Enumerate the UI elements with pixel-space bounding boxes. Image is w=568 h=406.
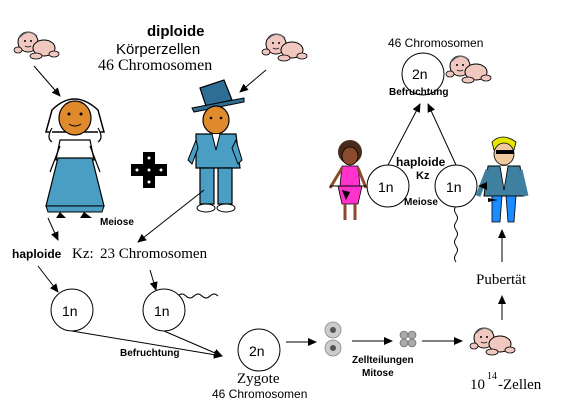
cell-right-1n-a-label: 1n (378, 179, 394, 195)
chromosomes-46-right: 46 Chromosomen (388, 36, 484, 50)
haploide-right-label: haploide (396, 155, 446, 169)
cross-icon (131, 152, 167, 188)
chromosomes-46-top: 46 Chromosomen (98, 57, 213, 74)
sperm-icon (177, 205, 458, 299)
arrows (33, 65, 506, 359)
cells-count-rest: -Zellen (498, 377, 542, 393)
baby-icon (13, 31, 60, 60)
mitose-label: Mitose (362, 368, 394, 379)
cell-right-1n-b-label: 1n (446, 179, 462, 195)
chromosomes-23-label: 23 Chromosomen (100, 246, 208, 262)
baby-icon (445, 55, 492, 84)
cell-left-1n-a-label: 1n (62, 303, 78, 319)
cell-zygote-2n (237, 328, 281, 372)
boy-icon (475, 136, 529, 223)
fertilization-top-label: Befruchtung (389, 87, 449, 98)
zygote-chromosomes-label: 46 Chromosomen (212, 387, 308, 401)
cell-top-2n-label: 2n (412, 66, 428, 82)
cell-division-2 (324, 321, 342, 357)
diploid-label: diploide (147, 23, 205, 40)
pubertaet-label: Pubertät (476, 272, 526, 288)
meiose-right-label: Meiose (404, 197, 438, 208)
baby-icon (261, 33, 308, 62)
cells-count-exponent: 14 (487, 371, 497, 382)
cells-count-base: 10 (470, 377, 485, 393)
baby-icon (469, 327, 516, 356)
cell-top-2n (401, 52, 445, 96)
cell-left-1n-b-label: 1n (154, 303, 170, 319)
kz-right-label: Kz (416, 170, 430, 182)
girl-icon (328, 140, 368, 220)
man-icon (187, 79, 245, 213)
fertilization-bottom-label: Befruchtung (120, 348, 180, 359)
zygote-label: Zygote (237, 371, 280, 387)
cell-zygote-2n-label: 2n (249, 343, 265, 359)
woman-icon (45, 98, 105, 218)
haploid-prefix-label: haploide (12, 247, 62, 261)
haploid-kz-label: Kz: (72, 246, 94, 262)
body-cells-label: Körperzellen (116, 41, 201, 58)
meiose-left-label: Meiose (100, 217, 134, 228)
cell-division-4 (399, 330, 417, 348)
zellteilungen-label: Zellteilungen (352, 355, 414, 366)
